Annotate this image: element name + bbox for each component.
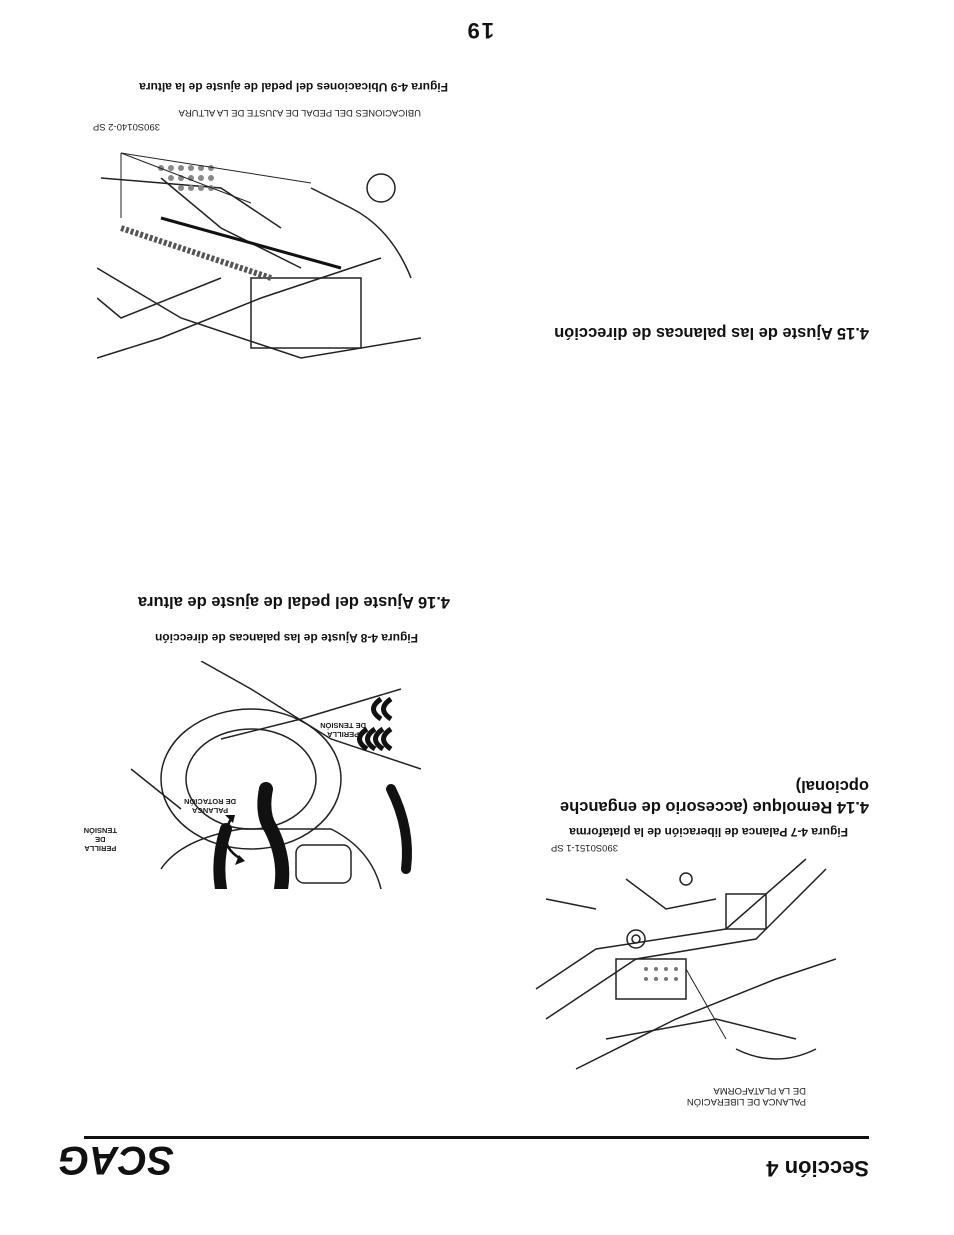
fig47-caption: Figura 4-7 Palanca de liberación de la p… — [569, 825, 848, 839]
perilla-left-line3: TENSIÓN — [83, 826, 117, 835]
fig49-illustration — [97, 144, 421, 378]
fig47-illustration — [533, 849, 836, 1079]
fig47-label: PALANCA DE LIBERACIÓN DE LA PLATAFORMA — [687, 1085, 806, 1107]
perilla-left-line2: DE — [95, 835, 106, 844]
fig49-caption: Figura 4-9 Ubicaciones del pedal de ajus… — [139, 80, 448, 94]
fig47-label-line2: DE LA PLATAFORMA — [713, 1085, 806, 1096]
page-number: 19 — [465, 18, 494, 43]
fig48-illustration — [117, 661, 421, 889]
perilla-right-line1: PERILLA — [327, 730, 360, 739]
palanca-line1: PALANCA — [191, 806, 229, 815]
fig48-label-perilla-right: PERILLA DE TENSIÓN — [320, 721, 366, 739]
section-414-heading: 4.14 Remolque (accesorio de enganche opc… — [559, 777, 869, 816]
fig49-code: 390S0140-2 SP — [92, 121, 160, 132]
perilla-right-line2: DE TENSIÓN — [320, 721, 366, 730]
scag-logo: SCAG — [53, 1141, 178, 1183]
fig48-label-perilla-left: PERILLA DE TENSIÓN — [84, 826, 117, 853]
fig47-label-line1: PALANCA DE LIBERACIÓN — [686, 1096, 806, 1107]
perilla-left-line1: PERILLA — [84, 844, 117, 853]
fig48-caption: Figura 4-8 Ajuste de las palancas de dir… — [155, 631, 418, 645]
section-416-heading: 4.16 Ajuste del pedal de ajuste de altur… — [137, 593, 450, 611]
section-title: Sección 4 — [766, 1156, 869, 1181]
section-415-heading: 4.15 Ajuste de las palancas de dirección — [554, 324, 869, 342]
header-rule — [84, 1136, 869, 1139]
fig49-label: UBICACIONES DEL PEDAL DE AJUSTE DE LA AL… — [178, 107, 421, 118]
fig48-label-palanca: PALANCA DE ROTACIÓN — [184, 797, 236, 815]
fig47-code: 390S0151-1 SP — [550, 842, 618, 853]
svg-text:SCAG: SCAG — [58, 1141, 174, 1182]
palanca-line2: DE ROTACIÓN — [184, 797, 236, 806]
